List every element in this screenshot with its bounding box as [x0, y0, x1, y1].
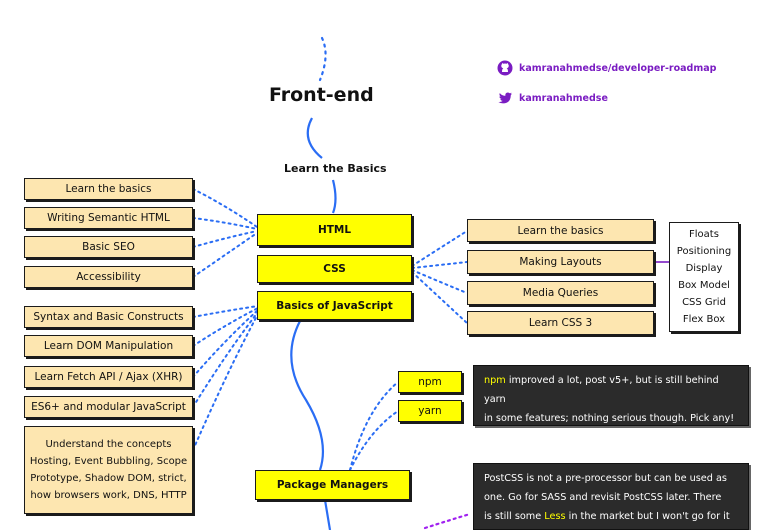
js-topic-es6[interactable]: ES6+ and modular JavaScript: [24, 396, 193, 418]
layout-items-list: Floats Positioning Display Box Model CSS…: [669, 222, 739, 332]
conn-yarn: [349, 410, 399, 471]
postcss-note-line-3: is still some Less in the market but I w…: [484, 507, 738, 526]
css-node[interactable]: CSS: [257, 255, 412, 283]
html-topic-accessibility[interactable]: Accessibility: [24, 266, 193, 288]
npm-note-line-2: in some features; nothing serious though…: [484, 413, 735, 424]
spine-bottom: [323, 499, 332, 530]
postcss-note-less: Less: [544, 511, 566, 522]
conn-js-4: [192, 311, 259, 408]
conn-npm: [349, 381, 399, 471]
concepts-line-1: Understand the concepts: [45, 439, 172, 450]
conn-js-1: [192, 305, 259, 318]
github-link-text[interactable]: kamranahmedse/developer-roadmap: [519, 62, 717, 74]
conn-css-4: [411, 271, 468, 324]
javascript-node[interactable]: Basics of JavaScript: [257, 291, 412, 320]
npm-note-highlight: npm: [484, 375, 506, 386]
twitter-icon: [498, 92, 512, 104]
github-link[interactable]: kamranahmedse/developer-roadmap: [497, 60, 716, 76]
conn-html-4: [192, 232, 258, 278]
conn-css-3: [411, 269, 468, 294]
js-concepts-box[interactable]: Understand the concepts Hosting, Event B…: [24, 426, 193, 514]
css-topic-media-queries[interactable]: Media Queries: [467, 281, 654, 305]
conn-css-2: [411, 261, 468, 269]
layout-item-box-model[interactable]: Box Model: [678, 280, 730, 291]
concepts-line-4: how browsers work, DNS, HTTP: [30, 490, 187, 501]
layout-item-positioning[interactable]: Positioning: [676, 246, 732, 257]
conn-js-3: [192, 309, 259, 378]
yarn-node[interactable]: yarn: [398, 400, 462, 422]
npm-node[interactable]: npm: [398, 371, 462, 393]
postcss-note-line-1: PostCSS is not a pre-processor but can b…: [484, 473, 727, 484]
css-topic-learn-css3[interactable]: Learn CSS 3: [467, 311, 654, 335]
twitter-link[interactable]: kamranahmedse: [497, 90, 608, 106]
npm-note: npm improved a lot, post v5+, but is sti…: [473, 365, 749, 426]
html-topic-semantic-html[interactable]: Writing Semantic HTML: [24, 207, 193, 229]
spine-basics: [331, 179, 337, 214]
learn-basics-label: Learn the Basics: [284, 162, 387, 175]
layout-item-floats[interactable]: Floats: [689, 229, 719, 240]
postcss-note: PostCSS is not a pre-processor but can b…: [473, 463, 749, 530]
layout-item-flex-box[interactable]: Flex Box: [682, 314, 726, 325]
layout-item-css-grid[interactable]: CSS Grid: [682, 297, 726, 308]
conn-css-1: [411, 230, 468, 267]
spine-title: [306, 117, 323, 159]
conn-html-2: [192, 217, 258, 230]
conn-postcss: [423, 512, 472, 530]
page-title: Front-end: [269, 84, 374, 106]
html-topic-basic-seo[interactable]: Basic SEO: [24, 236, 193, 258]
package-managers-node[interactable]: Package Managers: [255, 470, 410, 500]
conn-html-1: [192, 188, 258, 228]
spine-js-pm: [290, 320, 324, 471]
postcss-note-line-3-post: in the market but I won't go for it: [565, 511, 730, 522]
github-icon: [497, 60, 513, 76]
conn-html-3: [192, 230, 258, 248]
concepts-line-3: Prototype, Shadow DOM, strict,: [30, 473, 187, 484]
css-topic-making-layouts[interactable]: Making Layouts: [467, 250, 654, 274]
concepts-line-2: Hosting, Event Bubbling, Scope: [29, 456, 188, 467]
js-topic-fetch[interactable]: Learn Fetch API / Ajax (XHR): [24, 366, 193, 388]
spine-top-dotted: [318, 36, 327, 82]
layout-item-display[interactable]: Display: [685, 263, 723, 274]
conn-js-2: [192, 307, 259, 347]
postcss-note-line-2: one. Go for SASS and revisit PostCSS lat…: [484, 492, 722, 503]
css-topic-learn-basics[interactable]: Learn the basics: [467, 219, 654, 242]
postcss-note-line-3-pre: is still some: [484, 511, 545, 522]
twitter-link-text[interactable]: kamranahmedse: [519, 92, 608, 104]
js-topic-syntax[interactable]: Syntax and Basic Constructs: [24, 306, 193, 328]
html-node[interactable]: HTML: [257, 214, 412, 246]
html-topic-learn-basics[interactable]: Learn the basics: [24, 178, 193, 200]
npm-note-line-1: npm improved a lot, post v5+, but is sti…: [484, 371, 738, 409]
npm-note-line-1-rest: improved a lot, post v5+, but is still b…: [484, 375, 719, 405]
js-topic-dom[interactable]: Learn DOM Manipulation: [24, 335, 193, 357]
conn-js-5: [192, 313, 259, 451]
